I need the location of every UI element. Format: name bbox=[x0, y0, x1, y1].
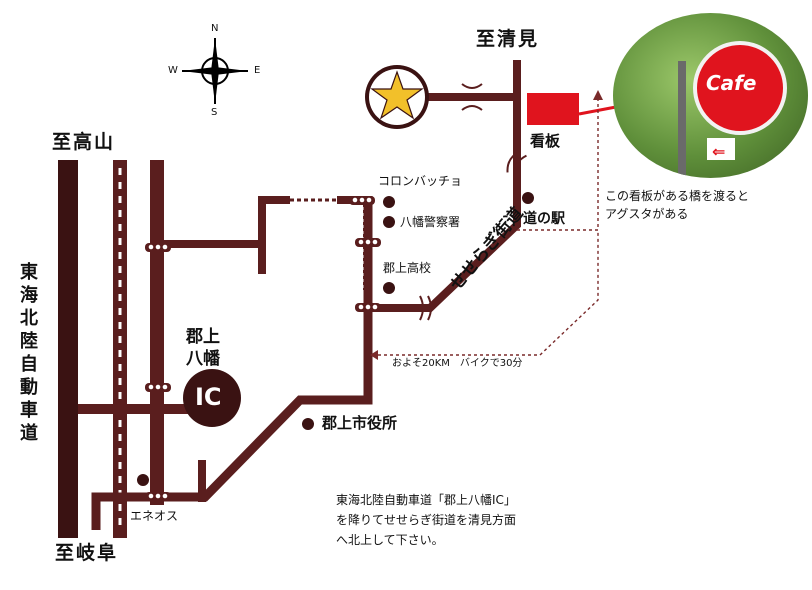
michinoeki-dot bbox=[522, 192, 534, 204]
police-dot bbox=[383, 216, 395, 228]
eneos-dot bbox=[137, 474, 149, 486]
city-hall-dot bbox=[302, 418, 314, 430]
highschool-dot bbox=[383, 282, 395, 294]
cafe-sign-photo: Cafe ⇐ bbox=[613, 13, 808, 178]
seseragi-road bbox=[91, 196, 373, 530]
police-label: 八幡警察署 bbox=[400, 215, 461, 229]
photo-caption: この看板がある橋を渡ると アグスタがある bbox=[605, 189, 750, 221]
highschool-label: 郡上高校 bbox=[383, 261, 432, 275]
ic-badge-text: IC bbox=[195, 383, 222, 411]
directions-note: 東海北陸自動車道「郡上八幡IC」 を降りてせせらぎ街道を清見方面 へ北上して下さ… bbox=[336, 493, 517, 547]
direction-gifu: 至岐阜 bbox=[55, 542, 119, 564]
route-dotted-line bbox=[517, 92, 599, 231]
expressway-label: 東海北陸自動車道 bbox=[17, 262, 38, 446]
railway bbox=[113, 160, 127, 538]
route-note: およそ20KM バイクで30分 bbox=[392, 358, 523, 369]
ic-badge bbox=[183, 369, 241, 427]
colombaccio-label: コロンバッチョ bbox=[378, 174, 463, 188]
michinoeki-label: 道の駅 bbox=[523, 211, 565, 227]
compass-e: E bbox=[254, 65, 261, 76]
sign-box bbox=[527, 93, 579, 125]
arrow-left-icon: ⇐ bbox=[712, 142, 726, 161]
expressway-road bbox=[58, 160, 78, 538]
sign-label: 看板 bbox=[530, 132, 561, 150]
compass-icon bbox=[182, 38, 248, 104]
ic-connector bbox=[78, 404, 188, 414]
direction-takayama: 至高山 bbox=[52, 131, 116, 153]
traffic-signal bbox=[145, 196, 381, 501]
compass-n: N bbox=[211, 23, 219, 34]
direction-kiyomi: 至清見 bbox=[476, 28, 540, 50]
destination-star-icon bbox=[370, 70, 424, 120]
city-hall-label: 郡上市役所 bbox=[322, 414, 398, 432]
compass-w: W bbox=[168, 65, 178, 76]
national-route bbox=[150, 160, 164, 505]
ic-name: 郡上 八幡 bbox=[186, 327, 220, 369]
eneos-label: エネオス bbox=[130, 509, 179, 523]
compass-s: S bbox=[211, 107, 218, 118]
photo-sign-text: Cafe bbox=[706, 71, 757, 95]
colombaccio-dot bbox=[383, 196, 395, 208]
